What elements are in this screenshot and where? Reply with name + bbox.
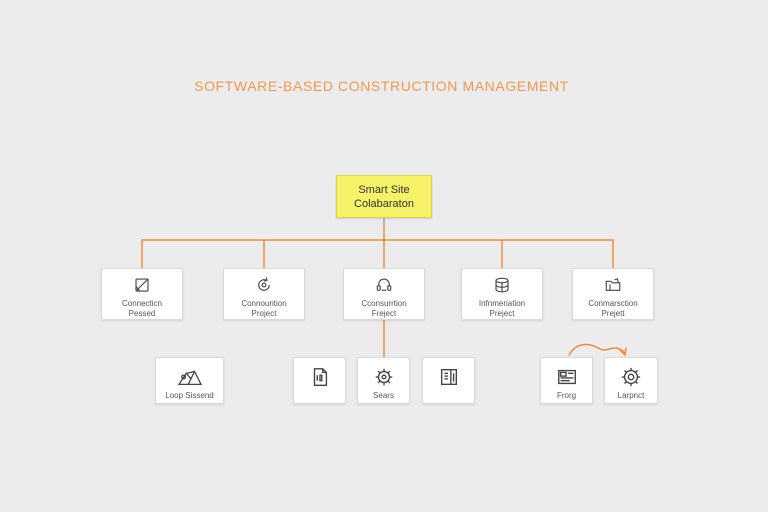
level2-node-4[interactable] [422, 357, 475, 404]
level2-label: Larpnct [617, 391, 645, 400]
root-node-smart-site[interactable]: Smart Site Colabaraton [336, 175, 432, 218]
level1-label-line2: Pessed [128, 309, 156, 318]
connector-arrowhead [619, 347, 627, 357]
gear-cluster-icon [375, 368, 392, 386]
document-icon [313, 368, 327, 386]
folder-icon [605, 278, 621, 291]
diagram-title: SOFTWARE-BASED CONSTRUCTION MANAGEMENT [194, 78, 569, 94]
level1-label-line1: Connountion [241, 299, 287, 308]
server-rack-icon [440, 368, 457, 386]
connector-curved-arrow [568, 343, 626, 356]
level1-label-line1: Connecticn [121, 299, 163, 308]
database-icon [495, 277, 509, 293]
level1-label-line1: Infnmeriation [478, 299, 526, 308]
gear-icon [621, 367, 641, 387]
level1-node-1[interactable]: Connecticn Pessed [101, 268, 183, 320]
level2-label: Frorg [556, 391, 577, 400]
level2-label: Sears [373, 391, 394, 400]
level1-node-4[interactable]: Infnmeriation Preject [461, 268, 543, 320]
level1-node-2[interactable]: Connountion Project [223, 268, 305, 320]
level1-label-line1: Cconsurrtion [361, 299, 407, 308]
level2-label: Loop Sissend [165, 391, 214, 400]
level2-node-3[interactable]: Sears [357, 357, 410, 404]
level2-node-5[interactable]: Frorg [540, 357, 593, 404]
level2-node-6[interactable]: Larpnct [604, 357, 658, 404]
card-list-icon [557, 369, 576, 385]
level1-label-line1: Conmarsction [588, 299, 638, 308]
headset-icon [376, 278, 392, 291]
level1-label-line2: Project [251, 309, 277, 318]
level1-label-line2: Prejett [601, 309, 625, 318]
level1-node-3[interactable]: Cconsurrtion Freject [343, 268, 425, 320]
circular-arrow-icon [258, 277, 270, 291]
root-label-line1: Smart Site [358, 183, 410, 196]
level2-node-1[interactable]: Loop Sissend [155, 357, 224, 404]
level1-node-5[interactable]: Conmarsction Prejett [572, 268, 654, 320]
root-label-line2: Colabaraton [354, 197, 414, 210]
level1-label-line2: Preject [489, 309, 515, 318]
level1-label-line2: Freject [371, 309, 397, 318]
network-hills-icon [177, 370, 202, 385]
square-diagonal-icon [135, 278, 149, 292]
level2-node-2[interactable] [293, 357, 346, 404]
